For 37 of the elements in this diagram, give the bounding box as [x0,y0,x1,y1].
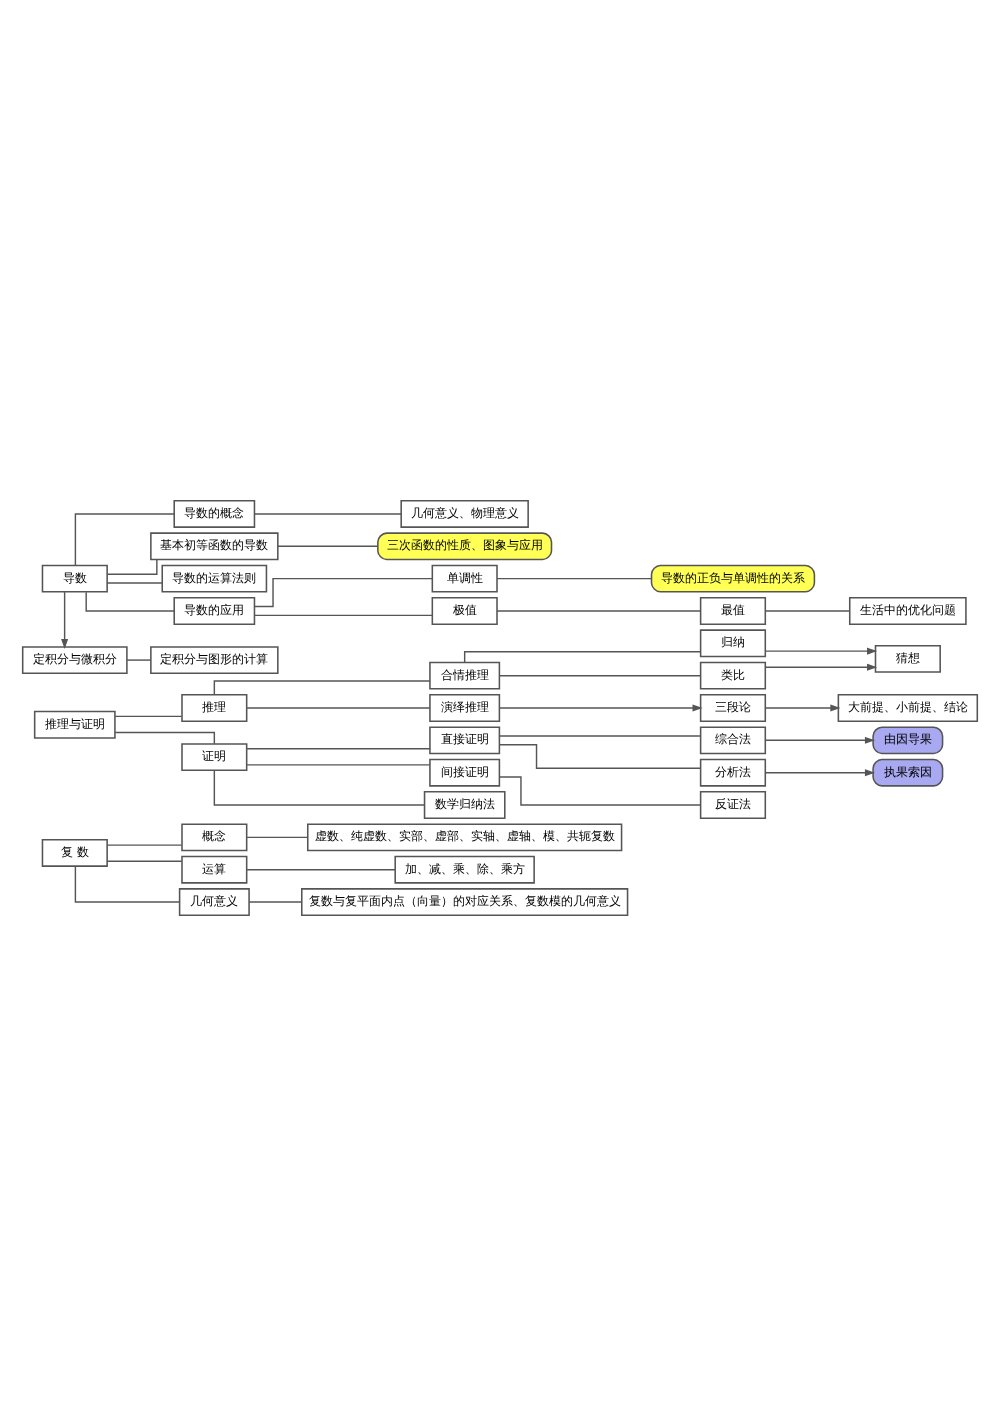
connector [499,734,702,736]
connector [277,544,379,547]
connector [496,609,702,611]
connector [254,576,433,607]
connector [106,557,158,574]
arrow [764,703,841,711]
connector [114,730,216,744]
connector [246,747,431,749]
connector [74,512,175,565]
arrow [499,703,703,711]
connector [499,673,702,676]
connector [246,867,396,870]
connector [126,658,152,660]
arrow [61,590,69,649]
arrow [764,735,875,743]
connector [114,714,183,717]
arrow [764,646,878,654]
connector [248,900,303,902]
connector [764,609,851,611]
connector [246,706,431,708]
connector [246,763,431,765]
connector [213,769,426,805]
connector [463,650,702,662]
connector [106,843,183,845]
connector [253,613,433,616]
connector [499,743,702,768]
connector [106,859,183,862]
connector [496,576,652,579]
connector [85,590,175,611]
connector [246,835,309,838]
connector [74,864,180,902]
connector [253,512,402,514]
connector [498,775,701,805]
connector [106,581,163,583]
arrow [764,662,878,670]
arrow [764,768,875,776]
connector [213,679,431,695]
